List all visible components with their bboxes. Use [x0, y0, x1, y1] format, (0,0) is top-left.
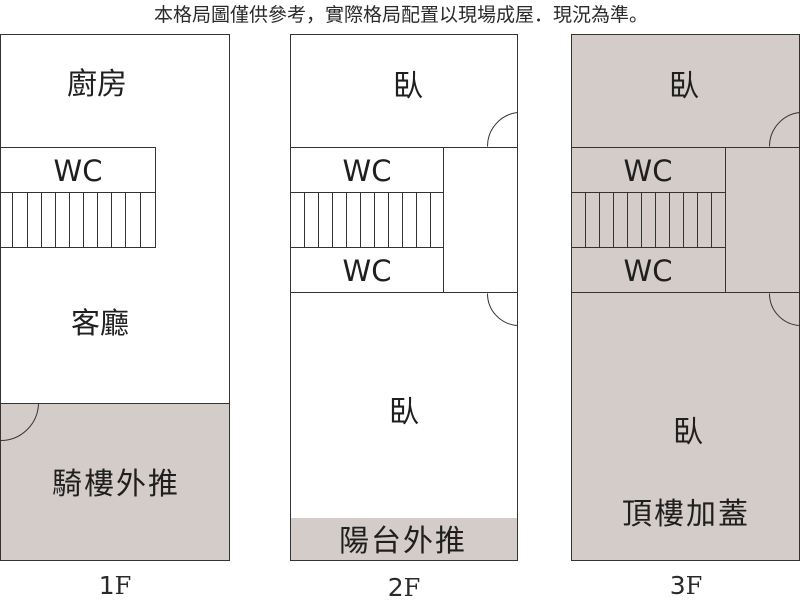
- outer-wall-2f: [290, 34, 518, 561]
- stair-box-1f: [0, 192, 156, 248]
- floor-label-3f: 3F: [670, 571, 703, 600]
- bedroom-top-label-2f: 臥: [393, 69, 423, 104]
- stair-treads-3f: [585, 192, 712, 248]
- door-arc: [768, 112, 800, 147]
- living-room-label: 客廳: [71, 306, 129, 340]
- hallway-2f: [443, 147, 518, 293]
- stair-treads-2f: [304, 192, 431, 248]
- floor-plan-1f: 廚房 WC 客廳 騎樓外推 1F: [0, 34, 230, 600]
- wc-label: WC: [54, 154, 103, 188]
- door-arc: [0, 403, 39, 441]
- balcony-label: 陽台外推: [339, 524, 467, 559]
- stair-treads-1f: [12, 192, 141, 248]
- kitchen-label: 廚房: [67, 67, 127, 102]
- floor-label-1f: 1F: [99, 571, 132, 600]
- floor-plan-3f: 臥 WC WC 臥 頂樓加蓋 3F: [571, 34, 800, 600]
- wc-lower-label-3f: WC: [624, 254, 673, 288]
- outer-wall-1f: [0, 34, 230, 561]
- arcade-area: [0, 403, 230, 561]
- wc-lower-label-2f: WC: [343, 254, 392, 288]
- arcade-label: 騎樓外推: [52, 467, 180, 502]
- disclaimer-text: 本格局圖僅供參考，實際格局配置以現場成屋．現況為準。: [154, 4, 648, 26]
- floor-plan-2f: 臥 WC WC 臥 陽台外推 2F: [290, 34, 518, 600]
- rooftop-addition-area: [571, 34, 800, 561]
- door-arc: [486, 293, 518, 326]
- rooftop-addition-label: 頂樓加蓋: [622, 497, 750, 532]
- floor-label-2f: 2F: [388, 573, 421, 600]
- door-arc: [486, 112, 518, 147]
- balcony-area: [290, 518, 518, 561]
- wc-upper-label-2f: WC: [343, 154, 392, 188]
- door-arc: [768, 293, 800, 326]
- bedroom-main-label-3f: 臥: [673, 415, 703, 450]
- wc-upper-label-3f: WC: [624, 154, 673, 188]
- stair-box-2f: [290, 192, 444, 248]
- bedroom-main-label-2f: 臥: [389, 395, 419, 430]
- bedroom-top-label-3f: 臥: [669, 69, 699, 104]
